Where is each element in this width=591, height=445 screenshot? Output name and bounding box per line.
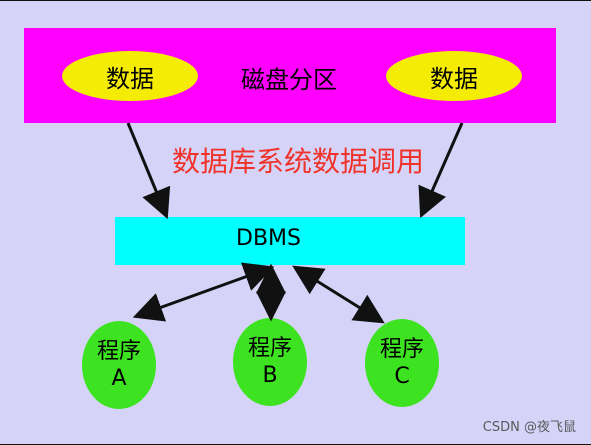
data-right-label: 数据 (430, 64, 478, 93)
program-b-line2: B (262, 363, 278, 388)
arrow-partition-right-to-dbms (418, 122, 464, 219)
top-border (0, 0, 591, 1)
disk-partition-box: 数据 磁盘分区 数据 (24, 28, 556, 123)
dbms-box: DBMS (115, 217, 465, 265)
program-a-line2: A (111, 366, 127, 391)
dbms-label: DBMS (236, 226, 301, 251)
program-a-node: 程序 A (82, 321, 156, 409)
data-left-label: 数据 (106, 64, 154, 93)
program-a-line1: 程序 (96, 338, 141, 364)
program-c-line2: C (394, 364, 410, 389)
arrow-dbms-to-program-c (292, 265, 385, 324)
disk-partition-label: 磁盘分区 (241, 66, 337, 94)
program-c-node: 程序 C (365, 319, 439, 407)
data-right-ellipse: 数据 (386, 51, 522, 101)
arrow-partition-left-to-dbms (126, 122, 171, 220)
program-c-line1: 程序 (379, 336, 424, 362)
program-b-node: 程序 B (233, 318, 307, 406)
program-b-line1: 程序 (247, 335, 292, 361)
data-call-label: 数据库系统数据调用 (171, 145, 424, 178)
csdn-watermark: CSDN @夜飞鼠 (482, 420, 576, 435)
data-left-ellipse: 数据 (62, 51, 198, 101)
arrow-dbms-to-program-a (132, 262, 275, 322)
